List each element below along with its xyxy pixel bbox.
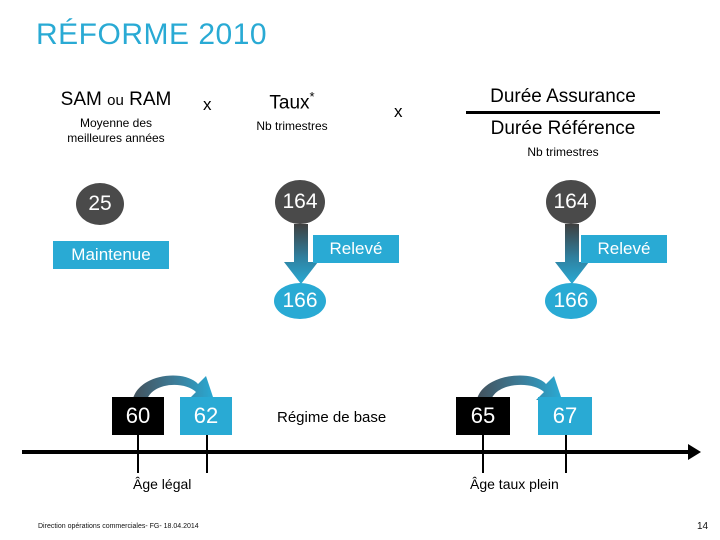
arrow-head-icon-axis xyxy=(688,444,701,460)
tick-line-old-taux-plein xyxy=(482,435,484,473)
age-box-new-taux-plein: 67 xyxy=(538,397,592,435)
fraction-bar-icon xyxy=(466,110,660,114)
down-arrow-icon-duree xyxy=(555,224,589,284)
down-arrow-icon-taux xyxy=(284,224,318,284)
formula-sam-suffix: RAM xyxy=(129,89,172,110)
timeline-axis xyxy=(22,450,690,454)
value-circle-new-taux: 166 xyxy=(274,283,326,319)
page-number: 14 xyxy=(697,521,709,532)
formula-duree-note: Nb trimestres xyxy=(527,144,599,159)
age-box-old-taux-plein: 65 xyxy=(456,397,510,435)
status-badge-taux: Relevé xyxy=(313,235,399,263)
value-circle-old-sam: 25 xyxy=(76,183,124,225)
formula-operator-1: x xyxy=(203,95,212,114)
axis-caption-age-taux-plein: Âge taux plein xyxy=(470,476,559,492)
axis-caption-age-legal: Âge légal xyxy=(133,476,192,492)
formula-term-sam: SAM ou RAM Moyenne des meilleures années xyxy=(26,89,206,146)
formula-term-sam-title: SAM ou RAM xyxy=(26,89,206,111)
age-box-new-legal: 62 xyxy=(180,397,232,435)
formula-taux-label: Taux xyxy=(269,92,310,114)
formula-sam-prefix: SAM xyxy=(60,89,102,110)
value-circle-new-duree: 166 xyxy=(545,283,597,319)
tick-line-new-taux-plein xyxy=(565,435,567,473)
formula-term-sam-subtitle: Moyenne des meilleures années xyxy=(26,116,206,146)
timeline-regime-label: Régime de base xyxy=(277,409,387,426)
footer-credit: Direction opérations commerciales- FG- 1… xyxy=(38,523,199,530)
status-badge-duree: Relevé xyxy=(581,235,667,263)
formula-term-duree: Durée Assurance Durée Référence Nb trime… xyxy=(466,86,660,159)
formula-term-taux-title: Taux* xyxy=(222,89,362,114)
formula-operator-2: x xyxy=(394,102,403,121)
formula-term-taux-subtitle: Nb trimestres xyxy=(256,119,328,134)
formula-term-taux: Taux* Nb trimestres xyxy=(222,89,362,134)
formula-duree-numerator: Durée Assurance xyxy=(490,86,636,107)
age-box-old-legal: 60 xyxy=(112,397,164,435)
formula-duree-denominator: Durée Référence xyxy=(490,117,636,139)
value-circle-old-taux: 164 xyxy=(275,180,325,224)
status-badge-sam: Maintenue xyxy=(53,241,169,269)
page-title: RÉFORME 2010 xyxy=(36,18,268,51)
formula-taux-asterisk: * xyxy=(309,89,315,104)
tick-line-new-legal xyxy=(206,435,208,473)
formula-sam-sub-line1: Moyenne des xyxy=(79,115,153,130)
formula-sam-conjunction: ou xyxy=(107,92,124,109)
value-circle-old-duree: 164 xyxy=(546,180,596,224)
formula-sam-sub-line2: meilleures années xyxy=(67,130,165,145)
tick-line-old-legal xyxy=(137,435,139,473)
